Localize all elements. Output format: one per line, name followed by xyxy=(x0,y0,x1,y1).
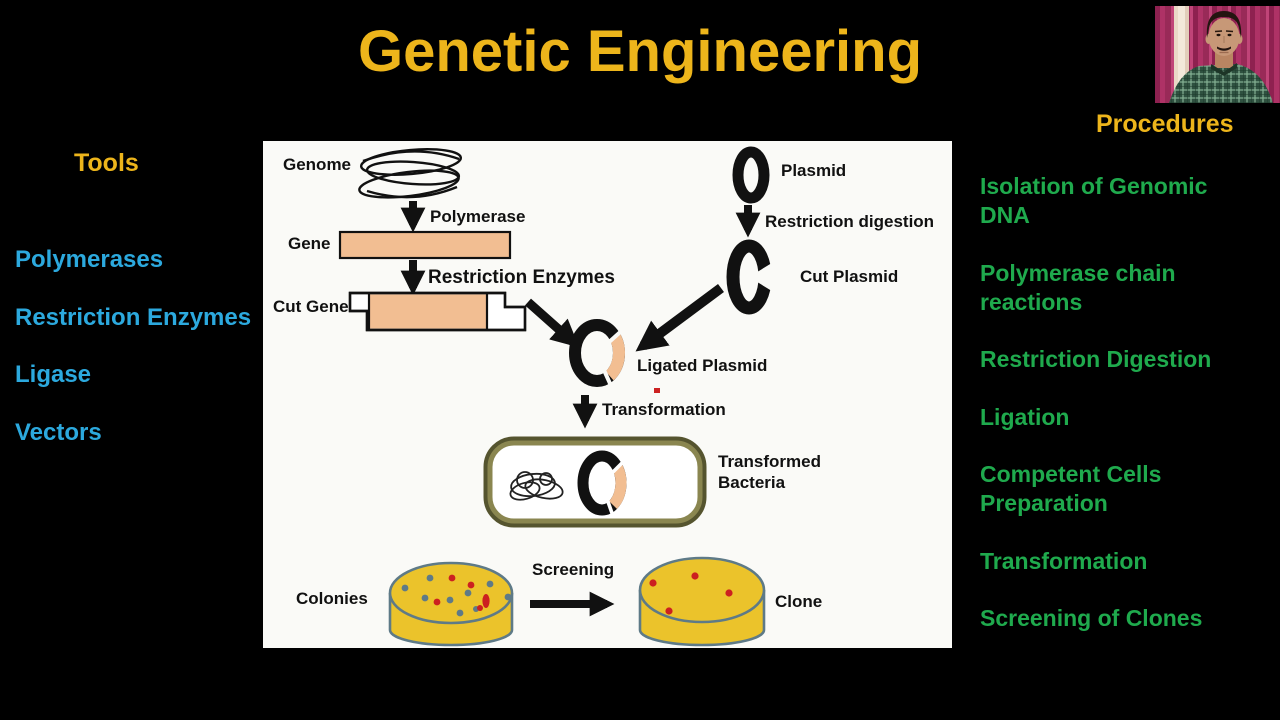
ligated-plasmid-shape xyxy=(569,319,626,389)
colonies-dish xyxy=(388,561,514,647)
presenter-webcam xyxy=(1155,6,1280,103)
page-title: Genetic Engineering xyxy=(358,19,922,84)
clone-dots-red xyxy=(649,572,733,615)
presenter-figure xyxy=(1169,11,1273,103)
tools-item-ligase: Ligase xyxy=(15,361,92,388)
gene-label: Gene xyxy=(288,234,331,253)
procedure-screening: Screening of Clones xyxy=(980,605,1203,631)
tools-item-polymerases: Polymerases xyxy=(15,246,164,273)
screening-label: Screening xyxy=(532,560,615,579)
procedure-transformation: Transformation xyxy=(980,548,1148,574)
tools-item-vectors: Vectors xyxy=(15,419,102,446)
colony-dots-red xyxy=(433,574,490,611)
red-annotation-mark xyxy=(654,388,660,393)
arrow-cutplasmid-to-ligated xyxy=(635,283,724,352)
clone-label: Clone xyxy=(775,592,823,611)
colony-dots-gray xyxy=(401,574,512,617)
plasmid-ring xyxy=(732,146,770,204)
transformed-bacteria-label: Transformed Bacteria xyxy=(718,452,821,493)
tools-heading: Tools xyxy=(74,149,139,177)
procedure-pcr: Polymerase chain reactions xyxy=(980,260,1176,316)
procedures-heading: Procedures xyxy=(1096,110,1234,138)
arrow-cutgene-to-ligated xyxy=(525,298,580,348)
clone-dish xyxy=(638,556,766,647)
procedure-competent-cells: Competent Cells Preparation xyxy=(980,461,1162,517)
genome-scribble-icon xyxy=(358,148,463,199)
genome-label: Genome xyxy=(283,155,352,174)
plasmid-in-bacteria-shape xyxy=(577,450,627,517)
polymerase-label: Polymerase xyxy=(430,207,526,226)
cut-gene-shape xyxy=(348,291,527,332)
genetic-engineering-diagram: Genome Polymerase Gene Restriction Enzym… xyxy=(263,141,952,648)
colonies-label: Colonies xyxy=(296,589,368,608)
presenter-shirt xyxy=(1169,64,1273,103)
procedure-ligation: Ligation xyxy=(980,404,1070,430)
genomic-dna-scribble-icon xyxy=(509,471,564,501)
restriction-digestion-label: Restriction digestion xyxy=(765,212,935,231)
transformation-label: Transformation xyxy=(602,400,726,419)
cut-plasmid-label: Cut Plasmid xyxy=(800,267,899,286)
tools-item-restriction-enzymes: Restriction Enzymes xyxy=(15,304,252,331)
ligated-plasmid-label: Ligated Plasmid xyxy=(637,356,768,375)
cut-plasmid-shape xyxy=(726,239,803,315)
cut-gene-label: Cut Gene xyxy=(273,297,349,316)
plasmid-label: Plasmid xyxy=(781,161,847,180)
bacteria-capsule xyxy=(483,436,707,528)
presenter-head xyxy=(1205,11,1243,76)
procedure-restriction-digestion: Restriction Digestion xyxy=(980,346,1212,372)
diagram-shapes xyxy=(338,146,803,647)
procedure-isolation: Isolation of Genomic DNA xyxy=(980,173,1208,229)
restriction-enzymes-label: Restriction Enzymes xyxy=(428,267,615,288)
gene-bar xyxy=(338,230,512,260)
